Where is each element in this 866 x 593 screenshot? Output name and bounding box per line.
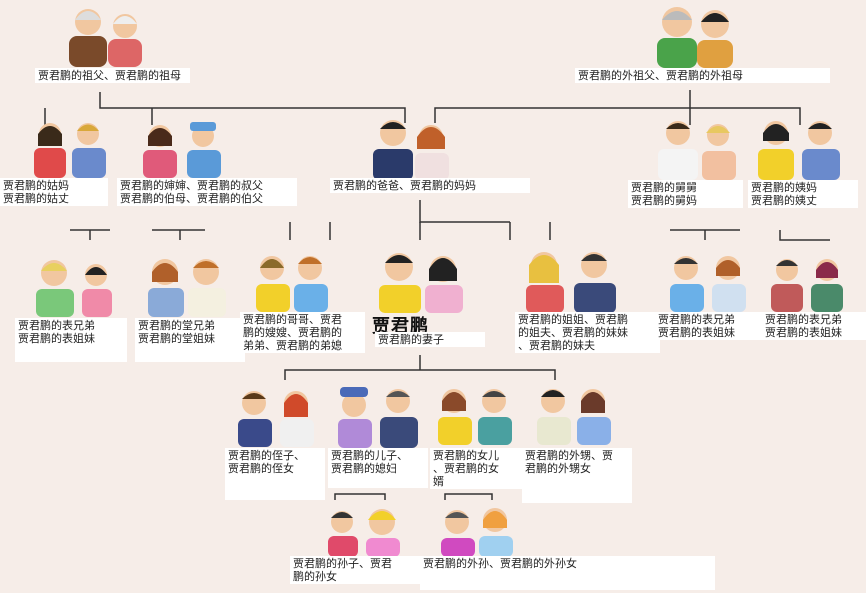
self-and-wife-figures-icon [379, 253, 463, 313]
label-wife: 贾君鹏的妻子 [375, 332, 485, 347]
cousins-aunt-maternal-figures-icon [771, 259, 843, 312]
daughter-figures-icon [438, 389, 512, 445]
uncle-maternal-figures-icon [658, 121, 736, 180]
brothers-figures-icon [256, 256, 328, 312]
sisters-figures-icon [526, 252, 616, 313]
cousins-aunt-paternal-figures-icon [36, 260, 112, 317]
parents-figures-icon [373, 120, 449, 180]
son-figures-icon [338, 387, 418, 448]
label-brothers: 贾君鹏的哥哥、贾君 鹏的嫂嫂、贾君鹏的 弟弟、贾君鹏的弟媳 [240, 312, 365, 353]
center-person-name: 贾君鹏 [372, 316, 429, 337]
label-nephew-niece: 贾君鹏的侄子、 贾君鹏的侄女 [225, 448, 325, 500]
grandparents-figures-icon [69, 9, 142, 67]
cousins-uncle-maternal-figures-icon [670, 256, 746, 312]
label-aunt-maternal: 贾君鹏的姨妈 贾君鹏的姨丈 [748, 180, 858, 208]
label-cousins-uncle-maternal: 贾君鹏的表兄弟 贾君鹏的表姐妹 [655, 312, 763, 340]
label-cousins-aunt-maternal: 贾君鹏的表兄弟 贾君鹏的表姐妹 [762, 312, 866, 340]
aunt-maternal-figures-icon [758, 121, 840, 180]
label-maternal-grandparents: 贾君鹏的外祖父、贾君鹏的外祖母 [575, 68, 830, 83]
label-aunt-paternal: 贾君鹏的姑妈 贾君鹏的姑丈 [0, 178, 108, 206]
label-uncle-maternal: 贾君鹏的舅舅 贾君鹏的舅妈 [628, 180, 743, 208]
uncles-paternal-figures-icon [143, 122, 221, 178]
label-cousins-uncles-paternal: 贾君鹏的堂兄弟 贾君鹏的堂姐妹 [135, 318, 245, 362]
label-daughter: 贾君鹏的女儿 、贾君鹏的女 婿 [430, 448, 522, 489]
label-sister-children: 贾君鹏的外甥、贾 君鹏的外甥女 [522, 448, 632, 503]
maternal-grandparents-figures-icon [657, 7, 733, 68]
label-sisters: 贾君鹏的姐姐、贾君鹏 的姐夫、贾君鹏的妹妹 、贾君鹏的妹夫 [515, 312, 660, 353]
cousins-uncles-paternal-figures-icon [148, 259, 226, 317]
label-grandchildren: 贾君鹏的孙子、贾君 鹏的孙女 [290, 556, 420, 584]
sister-children-figures-icon [537, 389, 611, 445]
label-cousins-aunt-paternal: 贾君鹏的表兄弟 贾君鹏的表姐妹 [15, 318, 127, 362]
aunt-paternal-figures-icon [34, 123, 106, 178]
grandchildren-figures-icon [328, 509, 400, 557]
label-son: 贾君鹏的儿子、 贾君鹏的媳妇 [328, 448, 428, 488]
label-grandchildren-daughter: 贾君鹏的外孙、贾君鹏的外孙女 [420, 556, 715, 590]
label-parents: 贾君鹏的爸爸、贾君鹏的妈妈 [330, 178, 530, 193]
nephew-niece-figures-icon [238, 391, 314, 447]
grandchildren-daughter-figures-icon [441, 508, 513, 557]
label-uncles-paternal: 贾君鹏的婶婶、贾君鹏的叔父 贾君鹏的伯母、贾君鹏的伯父 [117, 178, 297, 206]
label-grandparents: 贾君鹏的祖父、贾君鹏的祖母 [35, 68, 190, 83]
